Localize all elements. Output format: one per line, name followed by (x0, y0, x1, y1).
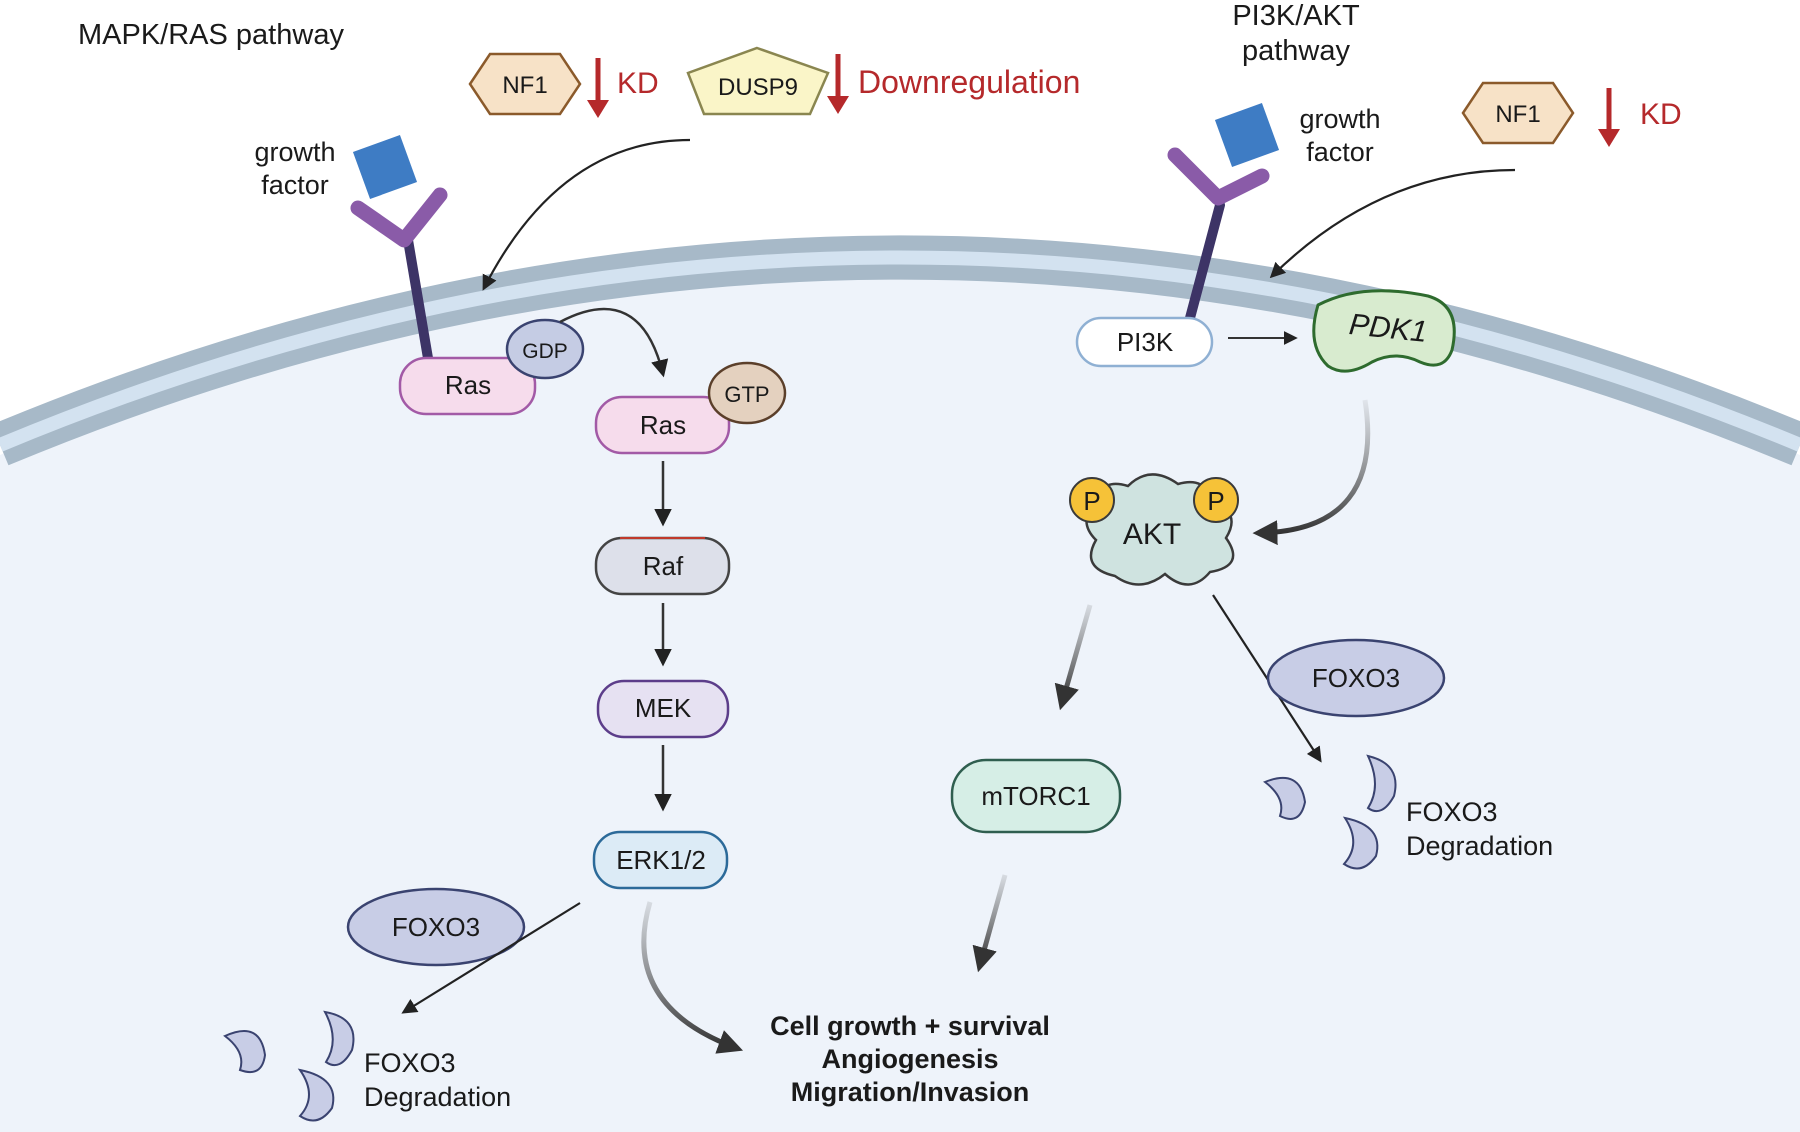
cytoplasm (0, 267, 1800, 1132)
growth-factor-right-l1: growth (1299, 104, 1380, 134)
foxo3-left-label: FOXO3 (392, 912, 480, 942)
akt-to-mtorc1-arrow (1054, 604, 1093, 711)
outcome-line2: Angiogenesis (821, 1044, 998, 1074)
outcome-line3: Migration/Invasion (791, 1077, 1030, 1107)
foxo3-fragments-left (223, 1010, 355, 1122)
mtorc1-to-outcome-arrow (972, 874, 1008, 973)
gtp-label: GTP (724, 382, 769, 407)
downregulation-label: Downregulation (858, 64, 1080, 100)
erk-label: ERK1/2 (616, 845, 706, 875)
mek-node: MEK (596, 679, 730, 739)
deg-right-l1: FOXO3 (1406, 797, 1498, 827)
down-arrow-icon (587, 58, 609, 118)
down-arrow-icon (827, 54, 849, 114)
growth-factor-ligand-left (352, 134, 418, 200)
pi3k-title-l2: pathway (1242, 35, 1351, 67)
pi3k-title-l1: PI3K/AKT (1232, 0, 1360, 32)
gdp-to-gtp-arrow (559, 307, 669, 378)
phospho-1-label: P (1083, 486, 1100, 516)
nf1-right-label: NF1 (1495, 101, 1540, 128)
deg-right-l2: Degradation (1406, 831, 1553, 861)
nf1-right-node: NF1 (1461, 81, 1575, 145)
growth-factor-left-l1: growth (254, 137, 335, 167)
cell (0, 235, 1800, 1132)
growth-factor-ligand-right (1214, 102, 1280, 168)
deg-left-l2: Degradation (364, 1082, 511, 1112)
down-arrow-icon (1598, 88, 1620, 147)
receptor-left (350, 187, 448, 375)
nf1-left-node: NF1 (468, 52, 582, 116)
mek-label: MEK (635, 693, 692, 723)
inhibition-arrow-right (1269, 168, 1516, 279)
growth-factor-left-l2: factor (261, 170, 329, 200)
ras1-label: Ras (445, 370, 491, 400)
akt-to-foxo3-degradation-arrow (1212, 594, 1322, 763)
foxo3-right-node: FOXO3 (1266, 638, 1446, 718)
pi3k-label: PI3K (1117, 327, 1174, 357)
kd-right-label: KD (1640, 98, 1682, 131)
foxo3-fragments-right (1262, 754, 1397, 870)
pdk1-to-akt-arrow (1252, 399, 1371, 546)
growth-factor-right-l2: factor (1306, 137, 1374, 167)
nf1-left-label: NF1 (502, 72, 547, 99)
erk-to-outcome-arrow (641, 901, 744, 1054)
akt-node: AKT P P (1069, 473, 1239, 586)
receptor-right (1167, 147, 1270, 323)
ras-gtp-node: Ras GTP (594, 361, 787, 455)
pdk1-label: PDK1 (1347, 308, 1428, 349)
akt-label: AKT (1123, 518, 1181, 551)
kd-left-label: KD (617, 67, 659, 100)
foxo3-left-node: FOXO3 (346, 887, 526, 967)
raf-node: Raf (594, 536, 731, 596)
dusp9-label: DUSP9 (718, 74, 798, 101)
foxo3-right-label: FOXO3 (1312, 663, 1400, 693)
gdp-label: GDP (522, 340, 568, 363)
dusp9-node: DUSP9 (686, 46, 830, 116)
raf-label: Raf (643, 551, 684, 581)
pi3k-node: PI3K (1075, 316, 1214, 368)
erk-node: ERK1/2 (592, 830, 729, 890)
cell-membrane-inner (0, 250, 1800, 452)
ras-gdp-node: Ras GDP (398, 318, 585, 416)
erk-to-foxo3-degradation-arrow (401, 902, 581, 1014)
pdk1-node: PDK1 (1312, 289, 1456, 373)
mtorc1-label: mTORC1 (981, 781, 1090, 811)
deg-left-l1: FOXO3 (364, 1048, 456, 1078)
ras2-label: Ras (640, 410, 686, 440)
mtorc1-node: mTORC1 (950, 758, 1122, 834)
inhibition-arrow-left (482, 138, 691, 291)
mapk-title: MAPK/RAS pathway (78, 19, 344, 51)
outcome-line1: Cell growth + survival (770, 1011, 1050, 1041)
phospho-2-label: P (1207, 486, 1224, 516)
